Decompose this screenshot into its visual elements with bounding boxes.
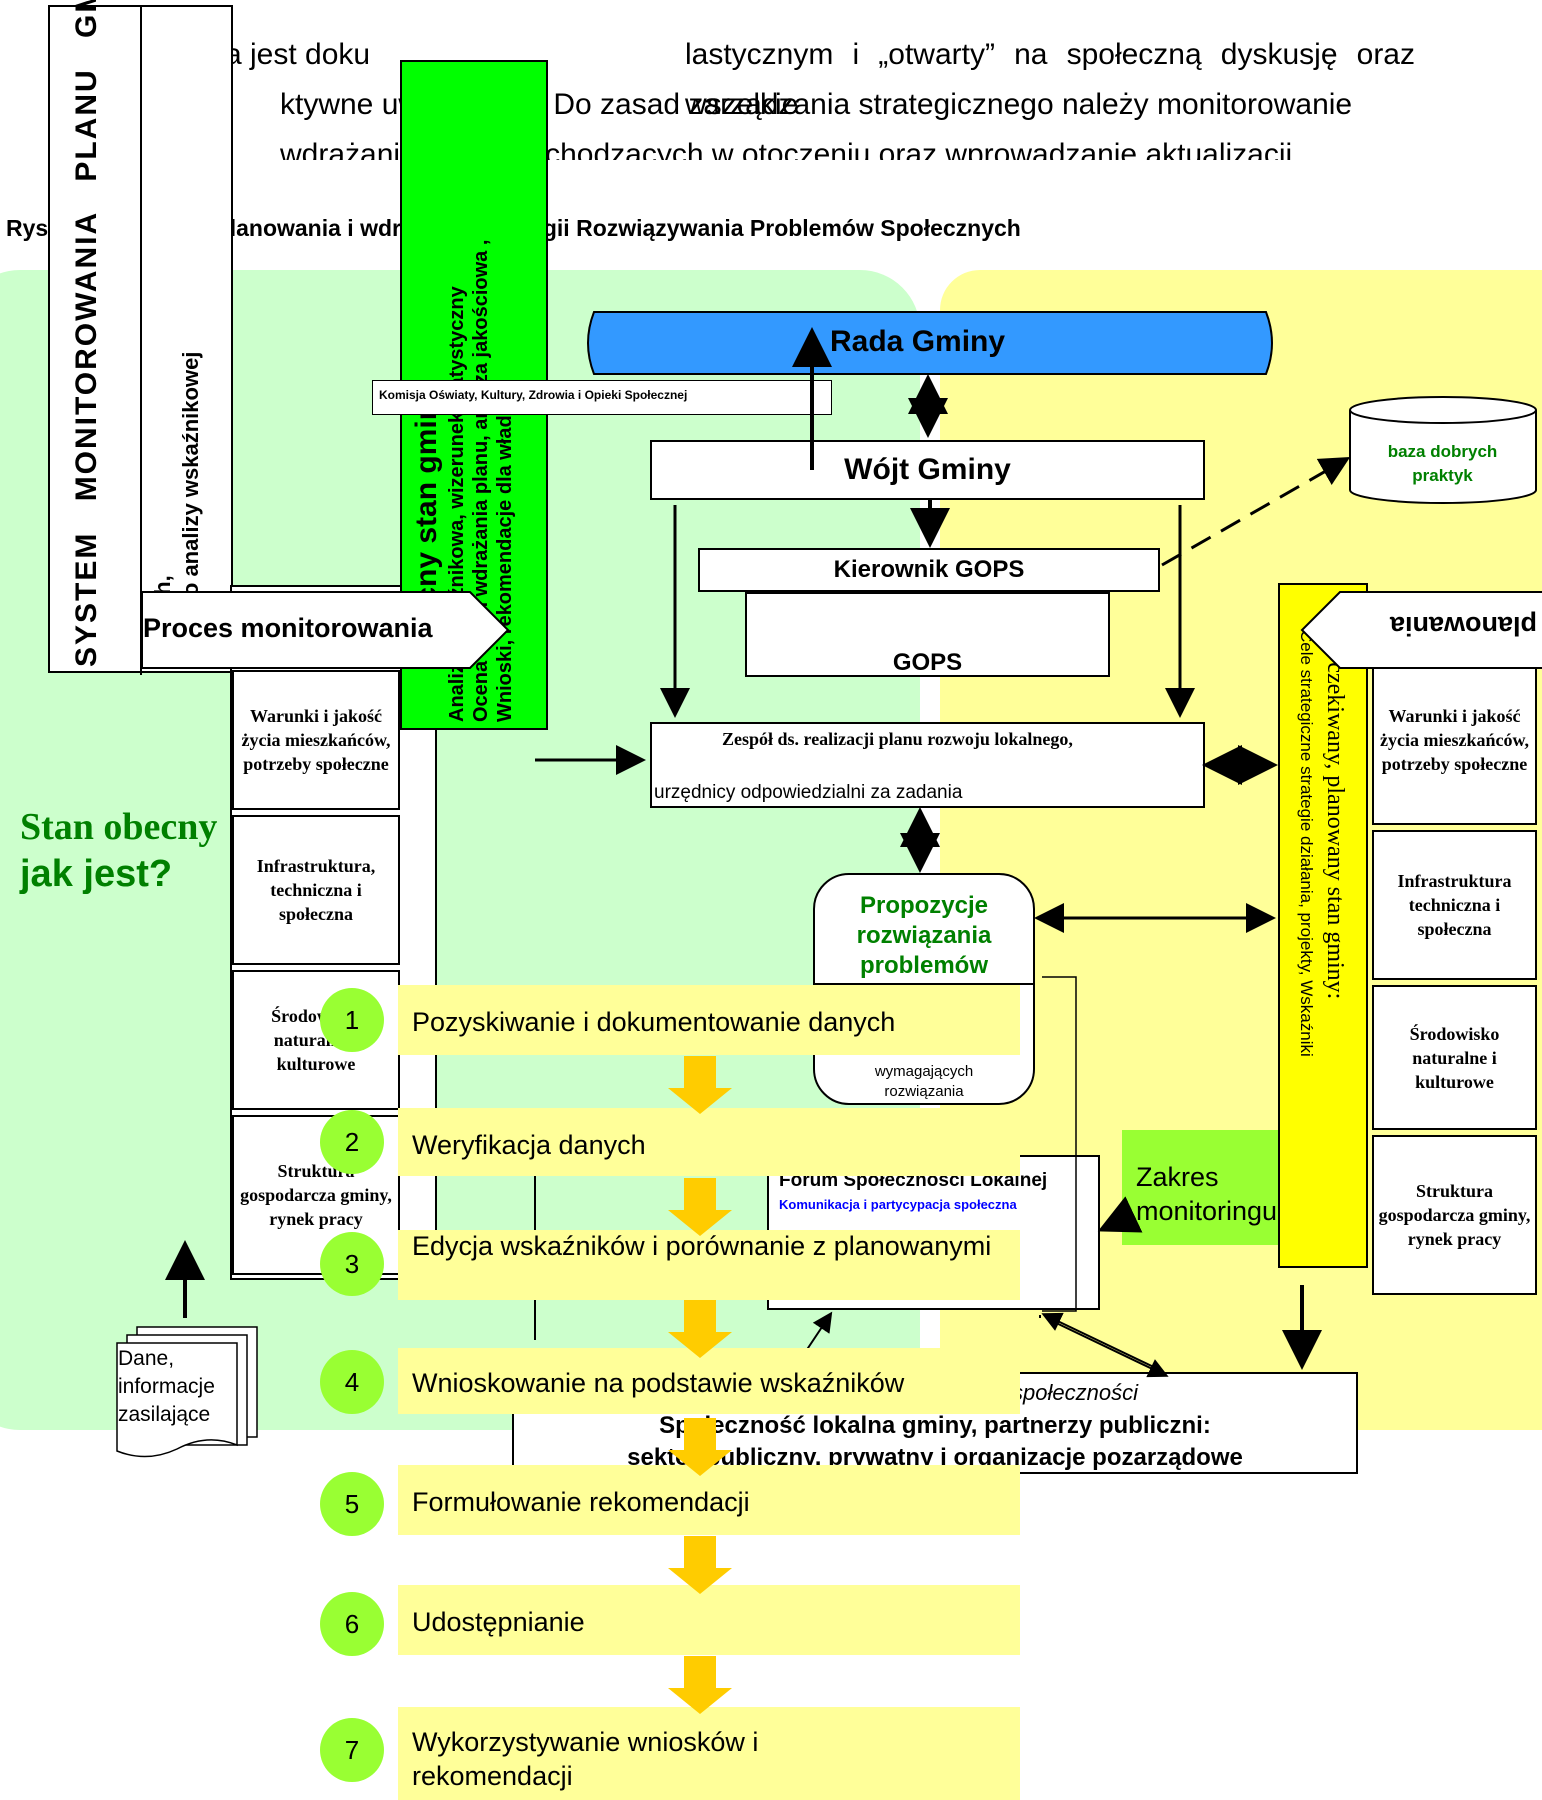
rada-gminy-label: Rada Gminy — [830, 325, 1006, 358]
step-arrows — [668, 1056, 732, 1714]
step-bar-4: Wnioskowanie na podstawie wskaźników — [398, 1348, 1020, 1414]
step-label-4: Wnioskowanie na podstawie wskaźników — [412, 1368, 905, 1398]
zespol-box: Zespół ds. realizacji planu rozwoju loka… — [650, 722, 1205, 808]
rada-gminy-shape — [587, 311, 1273, 375]
step-number-3: 3 — [320, 1232, 384, 1296]
step-number-7: 7 — [320, 1718, 384, 1782]
propozycje-sub: wymagających rozwiązania — [874, 1063, 974, 1100]
zespol-line-1: Zespół ds. realizacji planu rozwoju loka… — [722, 729, 1073, 749]
step-bar-3: Edycja wskaźników i porównanie z planowa… — [398, 1230, 1020, 1300]
system-title-divider — [140, 7, 142, 675]
right-cell-2: Infrastruktura techniczna i społeczna — [1372, 830, 1537, 980]
right-cell-3: Środowisko naturalne i kulturowe — [1372, 985, 1537, 1130]
step-number-5: 5 — [320, 1472, 384, 1536]
stan-obecny-line-2: jak jest? — [20, 853, 173, 895]
zakres-label: Zakres monitoringu — [1136, 1162, 1278, 1226]
spolecznosc-line-1: Społeczność lokalna gminy, partnerzy pub… — [659, 1412, 1211, 1439]
step-label-5: Formułowanie rekomendacji — [412, 1487, 750, 1517]
gops-box: GOPS — [745, 592, 1110, 677]
proces-monitorowania-label: Proces monitorowania — [143, 613, 433, 643]
dane-label: Dane, informacje zasilające — [118, 1347, 215, 1426]
spolecznosc-line-0: społeczności — [1012, 1380, 1138, 1405]
step-number-1: 1 — [320, 988, 384, 1052]
step-label-3: Edycja wskaźników i porównanie z planowa… — [412, 1231, 992, 1261]
bracket-line — [1042, 976, 1077, 1312]
step-bar-5: Formułowanie rekomendacji — [398, 1465, 1020, 1535]
baza-label: baza dobrych praktyk — [1387, 442, 1498, 485]
kierownik-gops-box: Kierownik GOPS — [698, 548, 1160, 592]
proces-monitorowania-arrow — [141, 591, 510, 669]
wojt-gminy-box: Wójt Gminy — [650, 440, 1205, 500]
oczekiwany-column: Oczekiwany, planowany stan gminy: Cele s… — [1278, 583, 1368, 1268]
left-cell-1: Warunki i jakość życia mieszkańców, potr… — [232, 670, 400, 810]
left-cell-2: Infrastruktura, techniczna i społeczna — [232, 815, 400, 965]
stan-obecny-line-1: Stan obecny — [20, 806, 218, 848]
step-number-4: 4 — [320, 1350, 384, 1414]
step-label-1: Pozyskiwanie i dokumentowanie danych — [412, 1007, 896, 1037]
stan-obecny: Stan obecny jak jest? — [20, 805, 240, 896]
gops-label: GOPS — [892, 649, 963, 676]
step-number-2: 2 — [320, 1110, 384, 1174]
step-label-7: Wykorzystywanie wniosków i rekomendacji — [412, 1727, 759, 1791]
right-cell-4: Struktura gospodarcza gminy, rynek pracy — [1372, 1135, 1537, 1295]
step-bar-1: Pozyskiwanie i dokumentowanie danych — [398, 985, 1020, 1055]
propozycje-divider — [815, 983, 1033, 985]
step-label-6: Udostępnianie — [412, 1607, 585, 1637]
step-bar-2: Weryfikacja danych — [398, 1108, 1020, 1176]
komisja-label: Komisja Oświaty, Kultury, Zdrowia i Opie… — [379, 388, 688, 402]
step-number-6: 6 — [320, 1592, 384, 1656]
kierownik-gops-label: Kierownik GOPS — [833, 556, 1025, 583]
forum-subtitle: Komunikacja i partycypacja społeczna — [779, 1197, 1017, 1212]
dane-stack — [116, 1326, 258, 1458]
propozycje-title: Propozycje rozwiązania problemów — [856, 892, 992, 979]
step-bar-7: Wykorzystywanie wniosków i rekomendacji — [398, 1707, 1020, 1800]
wojt-gminy-label: Wójt Gminy — [844, 453, 1011, 486]
step-bar-6: Udostępnianie — [398, 1585, 1020, 1655]
komisja-box: Komisja Oświaty, Kultury, Zdrowia i Opie… — [372, 380, 832, 415]
zespol-line-2: urzędnicy odpowiedzialni za zadania — [654, 782, 963, 803]
proces-planowania-arrow — [1300, 591, 1542, 669]
baza-cylinder — [1349, 396, 1537, 504]
right-cell-1: Warunki i jakość życia mieszkańców, potr… — [1372, 655, 1537, 825]
system-title-box: SYSTEM MONITOROWANIA PLANU GMINY B anych… — [48, 0, 233, 675]
paragraph-line-1: a jest doku lastycznym i „otwarty” na sp… — [225, 38, 1415, 121]
step-label-2: Weryfikacja danych — [412, 1130, 646, 1160]
